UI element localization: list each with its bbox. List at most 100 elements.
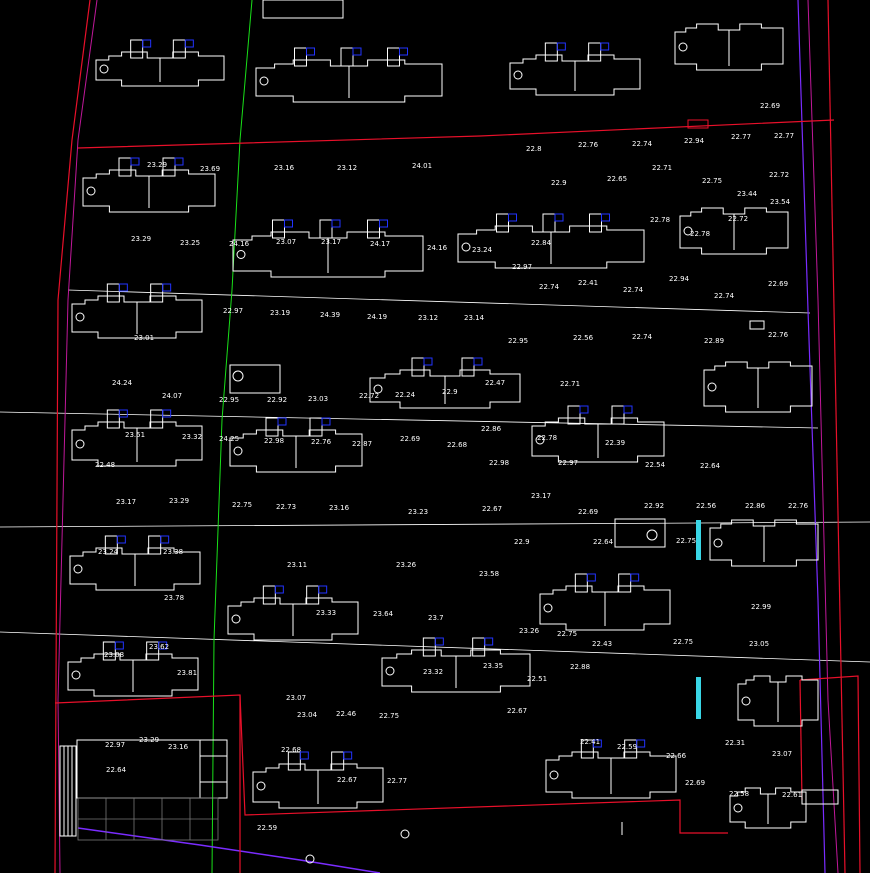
entrance-marker bbox=[713, 538, 723, 548]
window-marker bbox=[601, 213, 610, 222]
stair-core bbox=[150, 409, 164, 429]
site-fixtures bbox=[229, 0, 839, 864]
window-marker bbox=[592, 739, 602, 748]
spot-elevation-label: 22.78 bbox=[537, 434, 557, 442]
stair-core bbox=[272, 219, 285, 239]
building-outline bbox=[674, 23, 784, 71]
cyan-markers bbox=[696, 520, 701, 719]
window-marker bbox=[379, 219, 388, 228]
spot-elevation-label: 22.67 bbox=[482, 505, 502, 513]
spot-elevation-label: 22.56 bbox=[573, 334, 594, 342]
spot-elevation-label: 22.24 bbox=[395, 391, 416, 399]
residential-building bbox=[69, 535, 201, 591]
spot-elevation-label: 23.54 bbox=[770, 198, 791, 206]
building-outline bbox=[95, 51, 225, 87]
southwest-compound bbox=[59, 739, 228, 837]
building-outline bbox=[71, 421, 203, 467]
spot-elevation-label: 23.69 bbox=[200, 165, 220, 173]
spot-elevation-label: 23.81 bbox=[177, 669, 197, 677]
spot-elevation-label: 23.51 bbox=[125, 431, 145, 439]
spot-elevation-label: 23.62 bbox=[149, 643, 169, 651]
spot-elevation-label: 22.72 bbox=[769, 171, 789, 179]
spot-elevation-label: 22.64 bbox=[106, 766, 127, 774]
spot-elevation-label: 23.7 bbox=[428, 614, 444, 622]
stair-core bbox=[331, 751, 345, 771]
spot-elevation-label: 22.97 bbox=[223, 307, 243, 315]
stair-core bbox=[106, 283, 120, 303]
spot-elevation-label: 22.58 bbox=[729, 790, 749, 798]
spot-elevation-label: 23.07 bbox=[286, 694, 306, 702]
spot-elevation-label: 22.94 bbox=[669, 275, 690, 283]
spot-elevation-label: 23.24 bbox=[472, 246, 493, 254]
spot-elevation-label: 22.41 bbox=[578, 279, 598, 287]
spot-elevation-label: 22.69 bbox=[685, 779, 705, 787]
entrance-marker bbox=[71, 670, 81, 680]
building-outline bbox=[229, 429, 363, 473]
residential-building bbox=[539, 573, 671, 631]
building-outline bbox=[703, 361, 813, 413]
window-marker bbox=[116, 535, 126, 544]
window-marker bbox=[114, 641, 124, 650]
building-outline bbox=[539, 585, 671, 631]
spot-elevation-label: 23.11 bbox=[287, 561, 307, 569]
residential-building bbox=[71, 409, 203, 467]
spot-elevation-label: 23.17 bbox=[531, 492, 551, 500]
building-outline bbox=[69, 547, 201, 591]
spot-elevation-label: 23.35 bbox=[483, 662, 503, 670]
residential-building bbox=[255, 47, 443, 103]
spot-elevation-label: 23.03 bbox=[308, 395, 328, 403]
stair-core bbox=[387, 47, 400, 67]
building-outline bbox=[531, 417, 665, 463]
residential-building bbox=[674, 23, 784, 71]
building-outline bbox=[255, 59, 443, 103]
spot-elevation-label: 22.78 bbox=[650, 216, 670, 224]
entrance-marker bbox=[549, 770, 559, 780]
window-marker bbox=[423, 357, 433, 366]
spot-elevation-label: 22.69 bbox=[400, 435, 420, 443]
building-outline bbox=[67, 653, 199, 697]
stair-core bbox=[319, 219, 333, 239]
spot-elevation-label: 22.72 bbox=[359, 392, 379, 400]
entrance-marker bbox=[461, 242, 471, 252]
spot-elevation-label: 22.41 bbox=[580, 738, 600, 746]
spot-elevation-label: 23.19 bbox=[270, 309, 290, 317]
entrance-marker bbox=[733, 803, 743, 813]
window-marker bbox=[399, 47, 408, 56]
site-boundary-magenta bbox=[57, 0, 98, 873]
entrance-marker bbox=[683, 226, 693, 236]
spot-elevation-label: 22.95 bbox=[219, 396, 239, 404]
spot-elevation-label: 22.31 bbox=[725, 739, 745, 747]
site-boundary-purple-south bbox=[77, 827, 381, 873]
window-marker bbox=[484, 637, 494, 646]
spot-elevation-label: 22.69 bbox=[768, 280, 788, 288]
residential-building bbox=[531, 405, 665, 463]
spot-elevation-label: 22.54 bbox=[645, 461, 666, 469]
window-marker bbox=[586, 573, 596, 582]
entrance-marker bbox=[99, 64, 109, 74]
spot-elevation-label: 22.69 bbox=[760, 102, 780, 110]
spot-elevation-label: 23.16 bbox=[329, 504, 350, 512]
entrance-marker bbox=[233, 446, 243, 456]
spot-elevation-label: 22.75 bbox=[379, 712, 399, 720]
spot-elevation-label: 22.76 bbox=[788, 502, 809, 510]
window-marker bbox=[160, 535, 170, 544]
spot-elevation-label: 23.33 bbox=[316, 609, 336, 617]
stair-core bbox=[287, 751, 301, 771]
entrance-marker bbox=[535, 435, 545, 445]
spot-elevation-label: 23.29 bbox=[139, 736, 159, 744]
residential-building bbox=[369, 357, 521, 409]
spot-elevation-label: 22.59 bbox=[257, 824, 277, 832]
entrance-marker bbox=[385, 666, 395, 676]
stair-core bbox=[262, 585, 276, 605]
stair-core bbox=[162, 157, 176, 177]
spot-elevation-label: 22.75 bbox=[676, 537, 696, 545]
spot-elevation-label: 22.98 bbox=[489, 459, 509, 467]
spot-elevation-label: 24.39 bbox=[320, 311, 340, 319]
spot-elevation-label: 22.61 bbox=[782, 791, 802, 799]
stair-core bbox=[118, 157, 132, 177]
building-outline bbox=[709, 519, 819, 567]
spot-elevation-label: 23.17 bbox=[321, 238, 341, 246]
stair-core bbox=[150, 283, 164, 303]
